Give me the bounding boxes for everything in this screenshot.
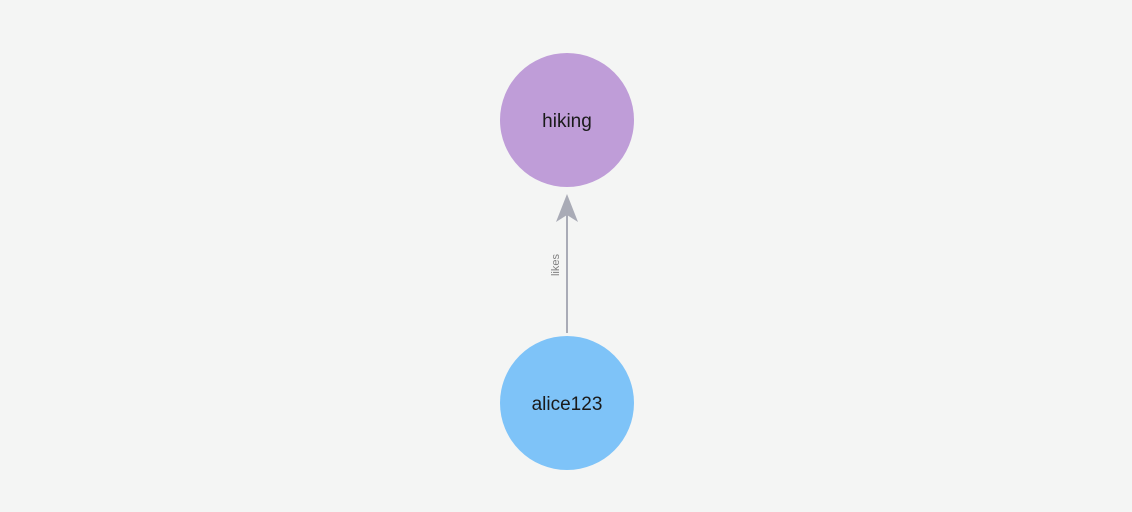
graph-edge-likes[interactable]: likes [550, 194, 578, 333]
graph-node-hiking[interactable]: hiking [500, 53, 634, 187]
graph-node-alice123[interactable]: alice123 [500, 336, 634, 470]
node-circle-hiking[interactable] [500, 53, 634, 187]
arrowhead-up-icon [556, 194, 578, 222]
edge-label-likes: likes [550, 254, 562, 277]
node-circle-alice123[interactable] [500, 336, 634, 470]
